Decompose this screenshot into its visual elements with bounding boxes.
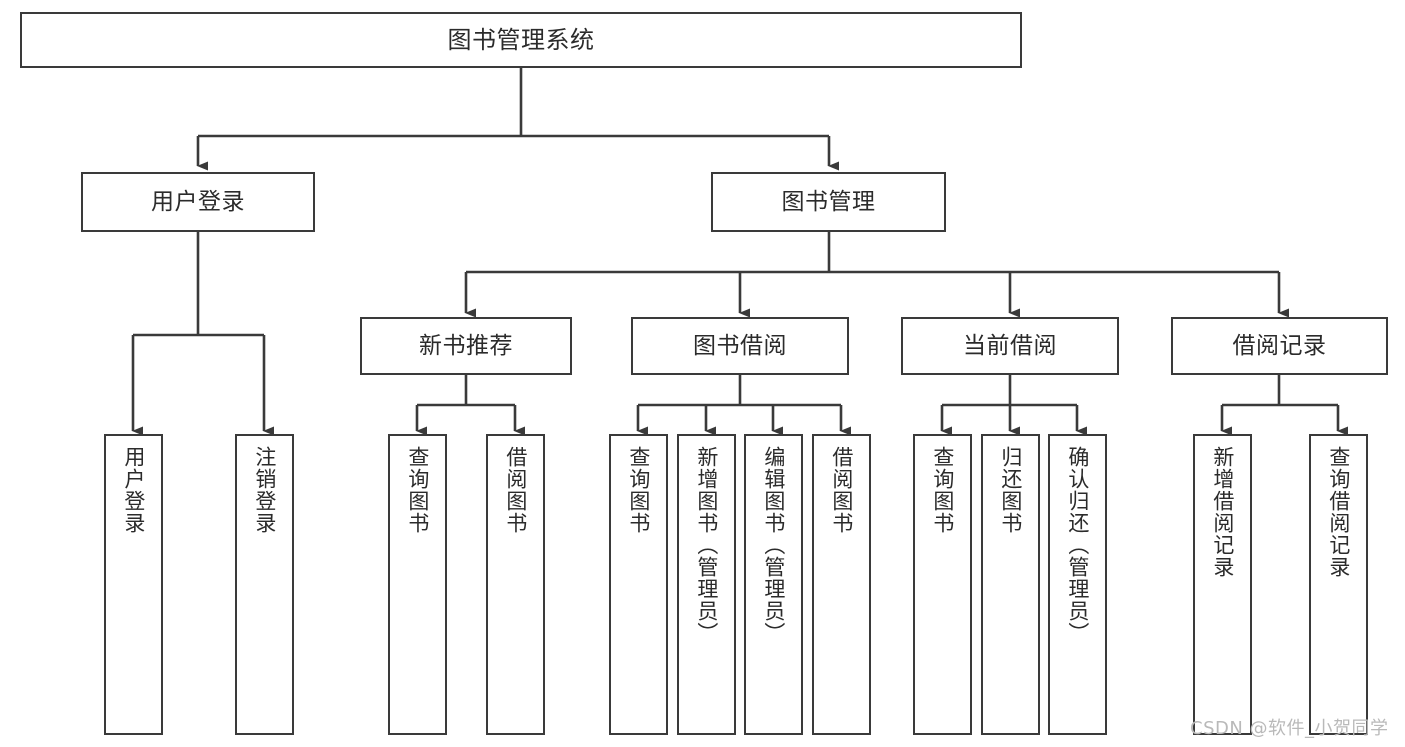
node-leaf-query-book-1-label: 查询图书: [405, 446, 430, 534]
node-book-borrow[interactable]: 图书借阅: [631, 317, 849, 375]
node-new-book-recommend[interactable]: 新书推荐: [360, 317, 572, 375]
node-leaf-borrow-book-1-label: 借阅图书: [503, 446, 528, 534]
node-root-label: 图书管理系统: [447, 26, 595, 54]
node-leaf-edit-book[interactable]: 编辑图书（管理员）: [744, 434, 803, 735]
node-new-book-recommend-label: 新书推荐: [419, 332, 513, 359]
node-leaf-return-book[interactable]: 归还图书: [981, 434, 1040, 735]
node-leaf-confirm-return-label: 确认归还（管理员）: [1065, 446, 1090, 644]
node-leaf-user-logout-label: 注销登录: [252, 446, 277, 534]
node-user-login[interactable]: 用户登录: [81, 172, 315, 232]
node-leaf-query-book-3-label: 查询图书: [930, 446, 955, 534]
node-leaf-edit-book-label: 编辑图书（管理员）: [761, 446, 786, 644]
node-leaf-return-book-label: 归还图书: [998, 446, 1023, 534]
node-leaf-user-logout[interactable]: 注销登录: [235, 434, 294, 735]
node-root[interactable]: 图书管理系统: [20, 12, 1022, 68]
node-borrow-record[interactable]: 借阅记录: [1171, 317, 1388, 375]
node-leaf-confirm-return[interactable]: 确认归还（管理员）: [1048, 434, 1107, 735]
node-leaf-borrow-book-1[interactable]: 借阅图书: [486, 434, 545, 735]
node-leaf-query-book-1[interactable]: 查询图书: [388, 434, 447, 735]
node-borrow-record-label: 借阅记录: [1232, 332, 1327, 359]
node-leaf-user-login[interactable]: 用户登录: [104, 434, 163, 735]
node-leaf-query-book-2[interactable]: 查询图书: [609, 434, 668, 735]
node-leaf-user-login-label: 用户登录: [121, 446, 146, 534]
node-leaf-query-book-3[interactable]: 查询图书: [913, 434, 972, 735]
node-leaf-add-book[interactable]: 新增图书（管理员）: [677, 434, 736, 735]
node-leaf-add-record[interactable]: 新增借阅记录: [1193, 434, 1252, 735]
node-leaf-add-book-label: 新增图书（管理员）: [694, 446, 719, 644]
node-leaf-borrow-book-2-label: 借阅图书: [829, 446, 854, 534]
node-leaf-add-record-label: 新增借阅记录: [1210, 446, 1235, 578]
node-leaf-query-record[interactable]: 查询借阅记录: [1309, 434, 1368, 735]
node-leaf-query-record-label: 查询借阅记录: [1326, 446, 1351, 578]
node-book-management[interactable]: 图书管理: [711, 172, 946, 232]
node-book-management-label: 图书管理: [781, 188, 876, 215]
node-leaf-borrow-book-2[interactable]: 借阅图书: [812, 434, 871, 735]
node-leaf-query-book-2-label: 查询图书: [626, 446, 651, 534]
node-current-borrow[interactable]: 当前借阅: [901, 317, 1119, 375]
node-book-borrow-label: 图书借阅: [693, 332, 787, 359]
node-current-borrow-label: 当前借阅: [963, 332, 1057, 359]
node-user-login-label: 用户登录: [151, 188, 245, 215]
